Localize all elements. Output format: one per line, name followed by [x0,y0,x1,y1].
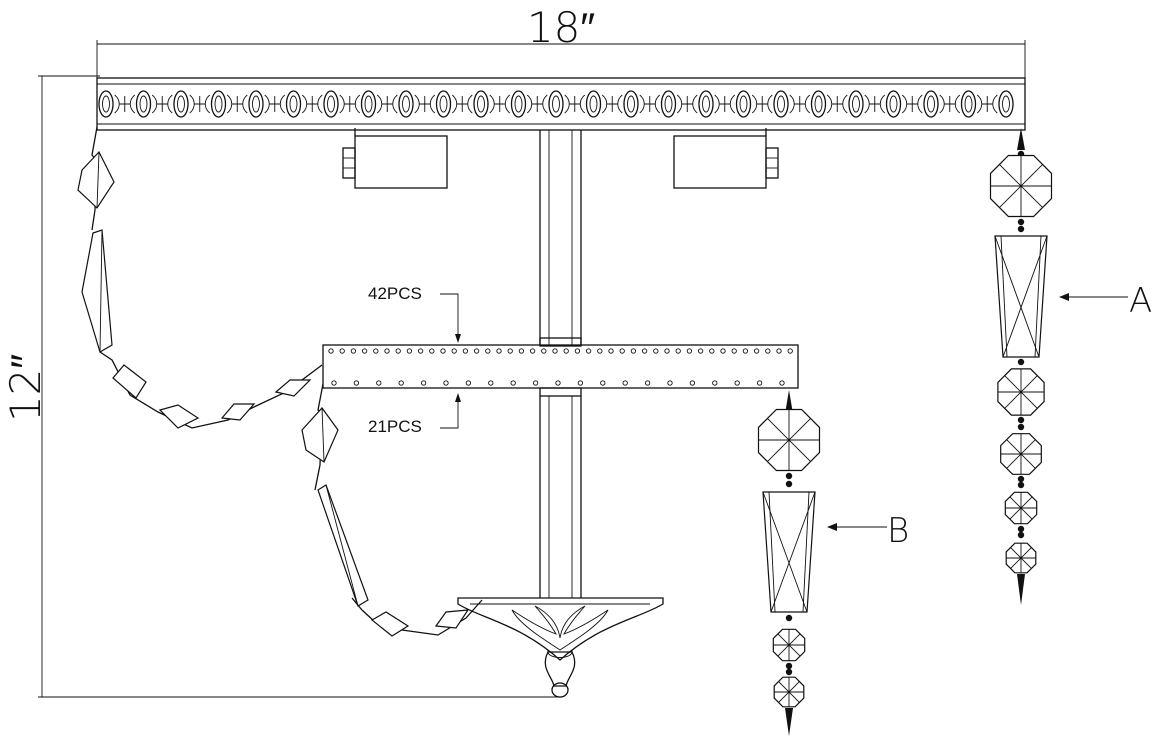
upper-ring-holes [328,348,793,354]
ceiling-band-ornament [98,90,1014,118]
drop-b-callout: B [827,511,909,551]
lower-ring-holes [331,380,785,386]
width-dimension-label: 18″ [527,3,595,52]
right-garland [301,383,483,637]
lower-count-label: 21PCS [368,417,422,436]
crystal-ring-band [322,344,799,389]
drop-a-callout: A [1059,281,1152,321]
ceiling-band [96,77,1026,131]
left-garland [77,126,323,429]
upper-count-label: 42PCS [368,284,422,303]
crystal-drop-b [757,390,821,736]
right-socket [673,128,779,189]
crystal-drop-a [989,128,1053,605]
lower-count-callout: 21PCS [368,393,461,436]
height-dimension: 12″ [1,75,560,698]
width-dimension: 18″ [96,3,1026,80]
drop-b-label: B [887,511,909,551]
drop-a-label: A [1129,281,1152,321]
center-stem [539,130,582,598]
bottom-bowl [457,597,664,698]
upper-count-callout: 42PCS [368,284,461,343]
height-dimension-label: 12″ [1,354,50,422]
left-socket [342,128,448,189]
